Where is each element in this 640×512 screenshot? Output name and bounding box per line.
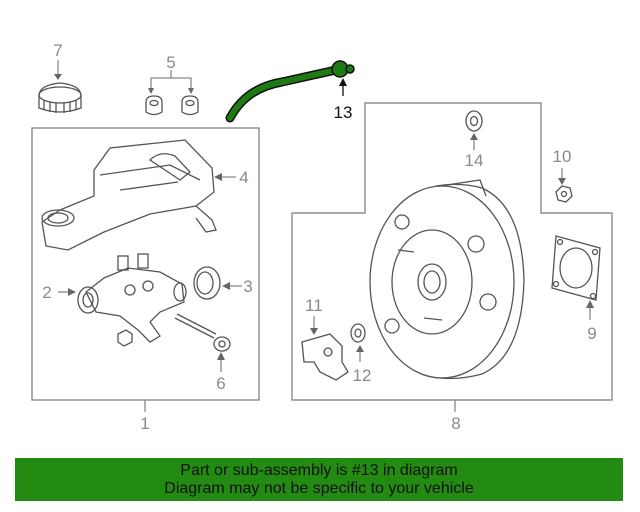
master-cylinder-part [77, 253, 187, 347]
callout-9: 9 [587, 324, 596, 343]
callout-3: 3 [243, 277, 252, 296]
vacuum-hose-part-highlighted[interactable] [225, 60, 355, 123]
reservoir-part [41, 139, 217, 251]
callout-14: 14 [465, 151, 484, 170]
washer-part-14 [465, 110, 483, 132]
callout-12: 12 [353, 366, 372, 385]
bracket-part [301, 333, 349, 381]
callout-11: 11 [305, 296, 323, 315]
gasket-part [551, 235, 601, 301]
notice-banner: Part or sub-assembly is #13 in diagram D… [15, 458, 623, 501]
callout-4: 4 [239, 168, 248, 187]
assembly-box-8 [291, 102, 613, 401]
callout-8: 8 [451, 414, 460, 433]
callout-5: 5 [166, 53, 175, 72]
callout-10: 10 [553, 147, 572, 166]
grommet-parts [145, 95, 199, 116]
callout-7: 7 [53, 41, 62, 60]
brake-booster-part [369, 179, 525, 380]
callout-1: 1 [140, 414, 149, 433]
seal-ring-part [193, 266, 221, 300]
callout-13[interactable]: 13 [334, 103, 353, 122]
washer-part-12 [350, 323, 366, 343]
callout-2: 2 [42, 283, 51, 302]
sensor-pin-part [174, 313, 231, 352]
reservoir-cap-part [38, 82, 82, 113]
callout-6: 6 [216, 374, 225, 393]
notice-line-1: Part or sub-assembly is #13 in diagram [180, 462, 458, 479]
nut-part [555, 185, 573, 203]
notice-line-2: Diagram may not be specific to your vehi… [164, 480, 474, 497]
